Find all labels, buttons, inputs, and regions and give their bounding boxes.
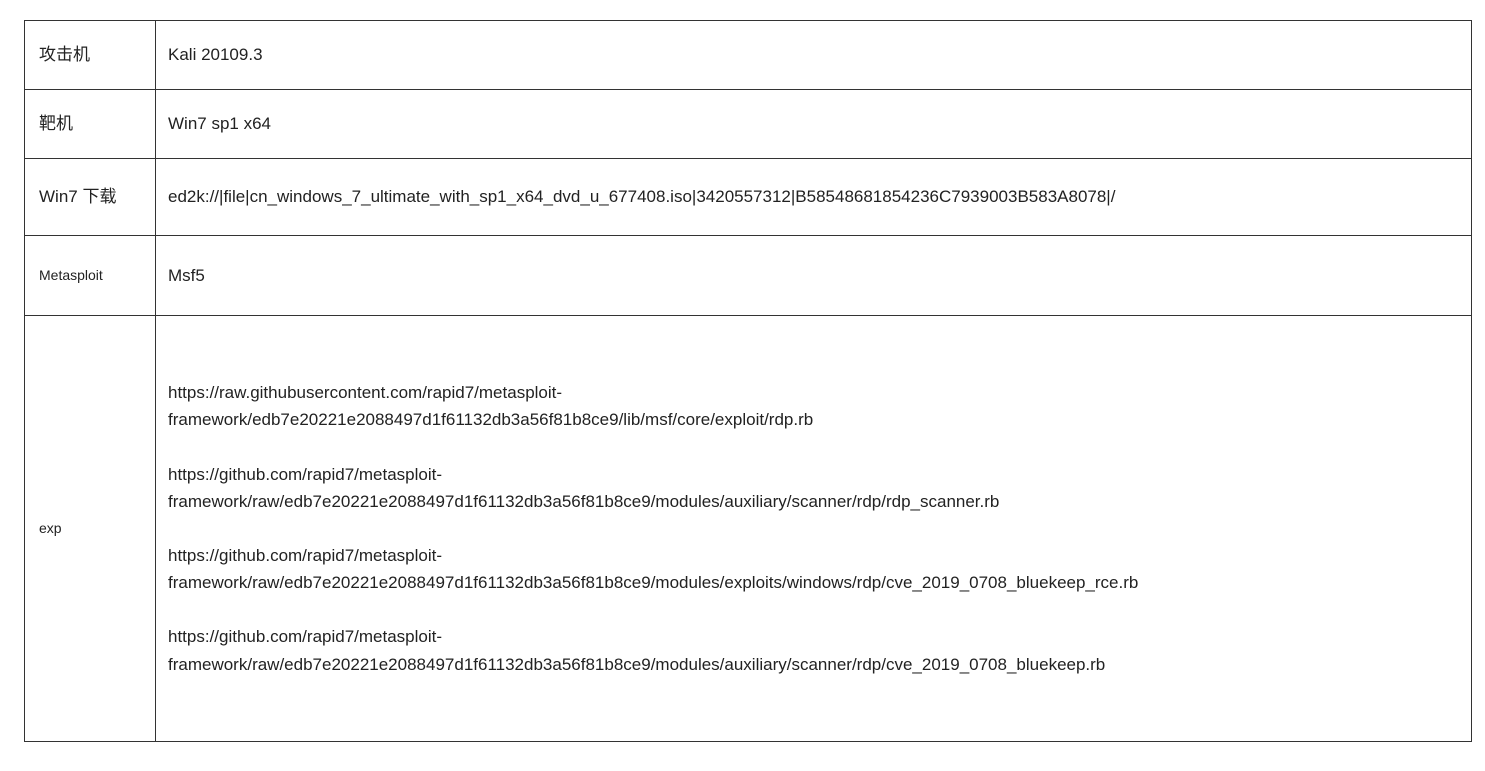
exp-link-bluekeep-scanner[interactable]: https://github.com/rapid7/metasploit- fr…: [168, 623, 1459, 677]
row-value-exp-links: https://raw.githubusercontent.com/rapid7…: [155, 315, 1472, 742]
exp-link-line[interactable]: framework/raw/edb7e20221e2088497d1f61132…: [168, 573, 1139, 593]
exp-link-line[interactable]: framework/edb7e20221e2088497d1f61132db3a…: [168, 410, 814, 430]
exp-link-bluekeep-rce[interactable]: https://github.com/rapid7/metasploit- fr…: [168, 542, 1459, 596]
exp-link-line[interactable]: https://github.com/rapid7/metasploit-: [168, 627, 443, 647]
row-key-exp: exp: [24, 315, 156, 742]
row-key-attacker: 攻击机: [24, 20, 156, 90]
table-row-exp: exp https://raw.githubusercontent.com/ra…: [24, 315, 1472, 742]
exp-link-line[interactable]: framework/raw/edb7e20221e2088497d1f61132…: [168, 491, 1000, 511]
exp-link-line[interactable]: https://raw.githubusercontent.com/rapid7…: [168, 383, 563, 403]
exp-link-line[interactable]: framework/raw/edb7e20221e2088497d1f61132…: [168, 654, 1106, 674]
table-row-win7-download: Win7 下载 ed2k://|file|cn_windows_7_ultima…: [24, 158, 1472, 236]
row-value-metasploit: Msf5: [155, 235, 1472, 316]
row-value-win7-download[interactable]: ed2k://|file|cn_windows_7_ultimate_with_…: [155, 158, 1472, 236]
table-row-target: 靶机 Win7 sp1 x64: [24, 89, 1472, 159]
exp-link-line[interactable]: https://github.com/rapid7/metasploit-: [168, 546, 443, 565]
environment-table: 攻击机 Kali 20109.3 靶机 Win7 sp1 x64 Win7 下载…: [24, 20, 1472, 742]
exp-link-rdp-scanner[interactable]: https://github.com/rapid7/metasploit- fr…: [168, 461, 1459, 515]
exp-link-line[interactable]: https://github.com/rapid7/metasploit-: [168, 464, 443, 484]
row-value-attacker: Kali 20109.3: [155, 20, 1472, 90]
table-row-attacker: 攻击机 Kali 20109.3: [24, 20, 1472, 90]
row-key-metasploit: Metasploit: [24, 235, 156, 316]
row-key-win7-download: Win7 下载: [24, 158, 156, 236]
table-row-metasploit: Metasploit Msf5: [24, 235, 1472, 316]
exp-link-rdp-core[interactable]: https://raw.githubusercontent.com/rapid7…: [168, 379, 1459, 433]
row-key-target: 靶机: [24, 89, 156, 159]
row-value-target: Win7 sp1 x64: [155, 89, 1472, 159]
